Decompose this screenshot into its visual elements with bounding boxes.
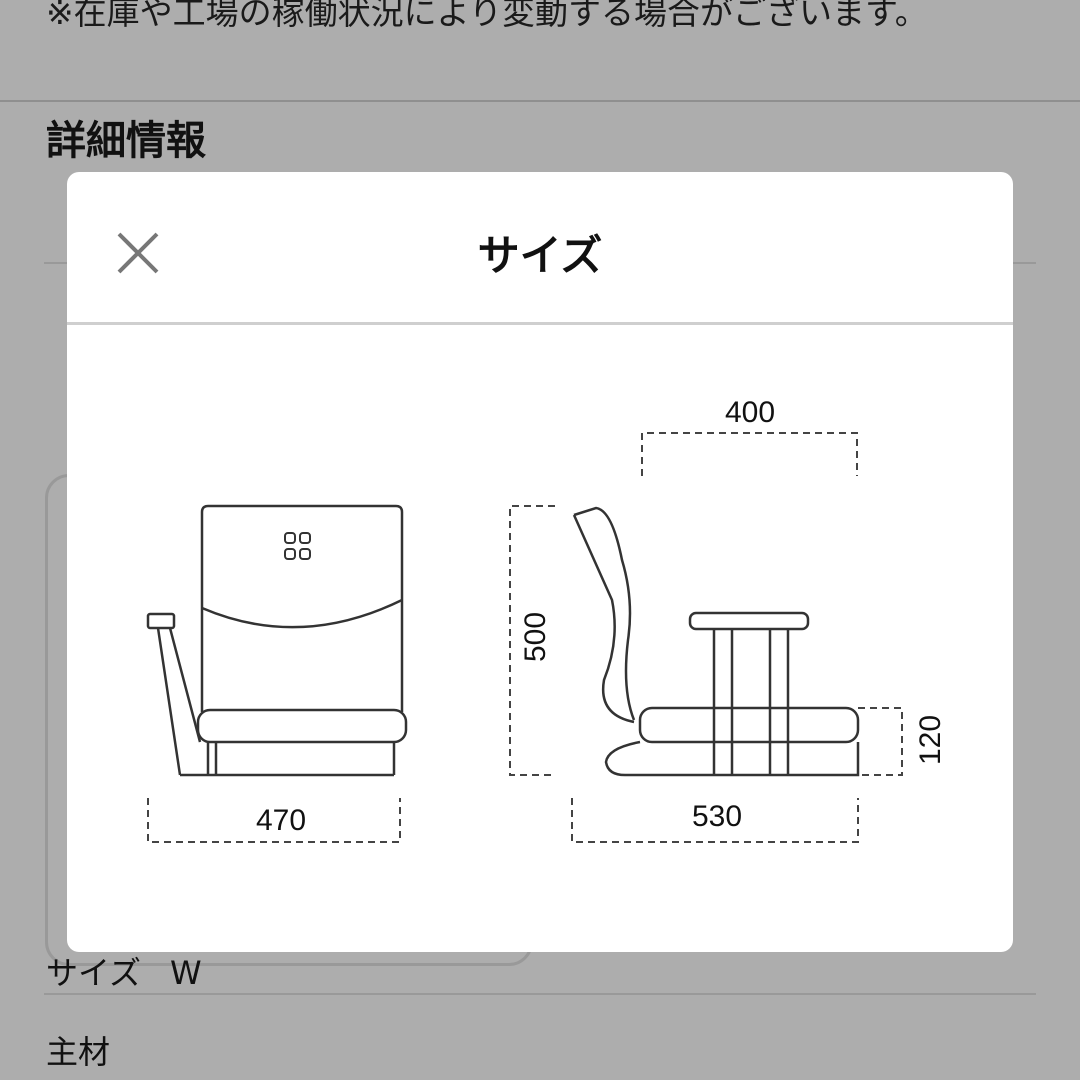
- dim-120-line: [858, 707, 903, 776]
- chair-front-view: [146, 504, 408, 777]
- dim-400-label: 400: [725, 396, 775, 429]
- modal-title: サイズ: [477, 231, 603, 280]
- stock-note: ※在庫や工場の稼働状況により変動する場合がございます。: [46, 0, 928, 32]
- dim-530-line: [571, 798, 859, 843]
- dim-120-label: 120: [914, 715, 947, 765]
- size-value: W: [170, 954, 202, 992]
- size-modal: サイズ: [67, 172, 1013, 952]
- chair-dimension-drawing: 470 530 400 500 120: [146, 396, 947, 843]
- dim-500-label: 500: [519, 612, 552, 662]
- modal-header: サイズ: [67, 172, 1013, 325]
- dim-470-line: [147, 798, 401, 843]
- divider: [44, 993, 1036, 995]
- section-title: 詳細情報: [46, 118, 206, 164]
- chair-side-view: [572, 506, 860, 777]
- close-icon[interactable]: [115, 230, 161, 276]
- size-label: サイズ: [46, 954, 142, 992]
- dim-470-label: 470: [256, 804, 306, 837]
- material-label: 主材: [46, 1033, 111, 1071]
- divider: [0, 100, 1080, 102]
- dim-500-line: [509, 505, 555, 776]
- dim-400-line: [641, 432, 858, 476]
- dim-530-label: 530: [692, 800, 742, 833]
